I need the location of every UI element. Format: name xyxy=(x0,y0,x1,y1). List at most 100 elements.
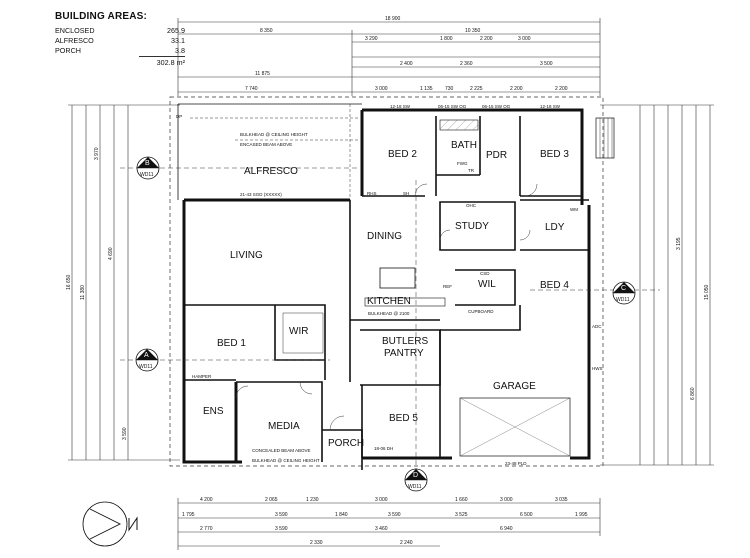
dim-right-a: 6 860 xyxy=(690,387,696,400)
bath-tub xyxy=(439,119,479,131)
north-arrow-icon xyxy=(82,501,138,547)
section-marker-b: B WD11 xyxy=(120,156,360,180)
dim-top-a: 8 350 xyxy=(260,28,273,34)
area-label: ALFRESCO xyxy=(55,36,94,45)
note-fwg: FWG xyxy=(457,161,468,166)
dim-top-row4-2: 1 135 xyxy=(420,86,433,92)
note-pld: 23-48 PLD xyxy=(505,461,527,466)
dim-bottom-row3-3: 6 940 xyxy=(500,526,513,532)
dim-top-row4-7: 2 200 xyxy=(555,86,568,92)
kitchen-island xyxy=(379,267,416,289)
note-window-bath: 06-15 SW OG xyxy=(438,104,467,109)
dim-top-row2-6: 3 000 xyxy=(518,36,531,42)
dim-bottom-row1-6: 1 660 xyxy=(455,497,468,503)
dim-top-row4-5: 2 200 xyxy=(510,86,523,92)
note-window-pdr: 06-15 SW OG xyxy=(482,104,511,109)
dim-bottom-row1-3: 1 230 xyxy=(306,497,319,503)
room-label-butlers: BUTLERS xyxy=(382,336,428,347)
note-tr: TR xyxy=(468,168,475,173)
section-marker-c-ref: WD11 xyxy=(616,297,630,303)
room-label-bed2: BED 2 xyxy=(388,149,417,160)
dim-bottom-row3-1: 3 590 xyxy=(275,526,288,532)
door-swings xyxy=(235,183,538,431)
room-label-bed1: BED 1 xyxy=(217,338,246,349)
section-marker-c: C WD11 xyxy=(530,281,660,305)
left-dimensions xyxy=(68,104,180,461)
room-label-wir: WIR xyxy=(289,326,308,337)
note-sgd: 21-43 SGD (XXXXX) xyxy=(240,192,282,197)
note-csd: CSD xyxy=(480,271,490,276)
note-bulkhead-top: BULKHEAD @ CEILING HEIGHT xyxy=(240,132,308,137)
note-dp: DP xyxy=(176,114,182,119)
room-label-pdr: PDR xyxy=(486,150,507,161)
right-dimensions xyxy=(600,104,714,466)
note-hws: HWS xyxy=(592,366,603,371)
note-ref: REF xyxy=(443,284,452,289)
note-window-bed3: 12-18 SW xyxy=(540,104,561,109)
room-label-pantry: PANTRY xyxy=(384,348,424,359)
alfresco-area xyxy=(177,103,362,200)
note-bulkhead-kitchen: BULKHEAD @ 2100 xyxy=(368,311,410,316)
room-label-bed4: BED 4 xyxy=(540,280,569,291)
dim-left-b: 3 970 xyxy=(94,147,100,160)
note-dh: 18-06 DH xyxy=(374,446,393,451)
room-label-ldy: LDY xyxy=(545,222,565,233)
stair-treads xyxy=(599,118,613,158)
note-rhs: RHS xyxy=(367,191,377,196)
room-label-study: STUDY xyxy=(455,221,489,232)
dim-left-a: 11 380 xyxy=(80,285,86,300)
room-label-bath: BATH xyxy=(451,140,477,151)
room-label-living: LIVING xyxy=(230,250,263,261)
section-marker-b-letter: B xyxy=(145,160,150,167)
dim-bottom-row1-7: 3 000 xyxy=(500,497,513,503)
note-adc: ADC xyxy=(592,324,602,329)
dim-top-b: 10 350 xyxy=(465,28,481,34)
room-label-bed3: BED 3 xyxy=(540,149,569,160)
garage-door-diagonal xyxy=(459,397,571,457)
wir-shelving xyxy=(282,312,324,354)
dim-top-row2-4: 2 200 xyxy=(480,36,493,42)
dim-bottom-row2-5: 3 525 xyxy=(455,512,468,518)
dim-top-row4-3: 730 xyxy=(445,86,454,92)
dim-left-overall: 16 650 xyxy=(66,274,72,290)
building-areas-heading: BUILDING AREAS: xyxy=(55,11,148,22)
dim-bottom-row2-3: 1 840 xyxy=(335,512,348,518)
room-label-alfresco: ALFRESCO xyxy=(244,166,298,177)
dim-top-row3-0: 2 400 xyxy=(400,61,413,67)
note-cupboard: CUPBOARD xyxy=(468,309,494,314)
note-ohc: OHC xyxy=(466,203,477,208)
dim-bottom-row2-2: 3 590 xyxy=(275,512,288,518)
dim-bottom-row1-5: 3 000 xyxy=(375,497,388,503)
dim-overall-mid: 11 875 xyxy=(255,71,270,77)
dim-bottom-row1-8: 3 035 xyxy=(555,497,568,503)
room-label-bed5: BED 5 xyxy=(389,413,418,424)
dim-top-total: 18 900 xyxy=(385,16,401,22)
note-window-bed2: 12-18 SW xyxy=(390,104,411,109)
room-label-garage: GARAGE xyxy=(493,381,536,392)
roof-outline xyxy=(169,96,604,467)
dim-left-d: 3 590 xyxy=(122,427,128,440)
dim-right-overall: 15 050 xyxy=(704,284,710,300)
area-total: 302.8 m² xyxy=(139,56,185,68)
section-marker-a-letter: A xyxy=(144,352,149,359)
bottom-dimensions xyxy=(177,498,601,550)
section-marker-b-ref: WD11 xyxy=(140,172,154,178)
section-marker-a: A WD11 xyxy=(120,348,330,372)
dim-bottom-row1-2: 2 065 xyxy=(265,497,278,503)
dim-bottom-row4-1: 2 240 xyxy=(400,540,413,546)
note-encased-beam: ENCASED BEAM ABOVE xyxy=(240,142,292,147)
section-marker-c-letter: C xyxy=(621,285,626,292)
dim-top-row2-2: 1 800 xyxy=(440,36,453,42)
section-marker-d-ref: WD11 xyxy=(408,484,422,490)
internal-walls xyxy=(184,116,589,470)
dim-bottom-row3-2: 3 460 xyxy=(375,526,388,532)
section-marker-a-ref: WD11 xyxy=(139,364,153,370)
dim-top-row3-2: 2 360 xyxy=(460,61,473,67)
dim-right-b: 3 195 xyxy=(676,237,682,250)
area-value: 3.8 xyxy=(175,46,185,55)
dim-bottom-row4-0: 2 330 xyxy=(310,540,323,546)
dim-top-row4-1: 3 000 xyxy=(375,86,388,92)
